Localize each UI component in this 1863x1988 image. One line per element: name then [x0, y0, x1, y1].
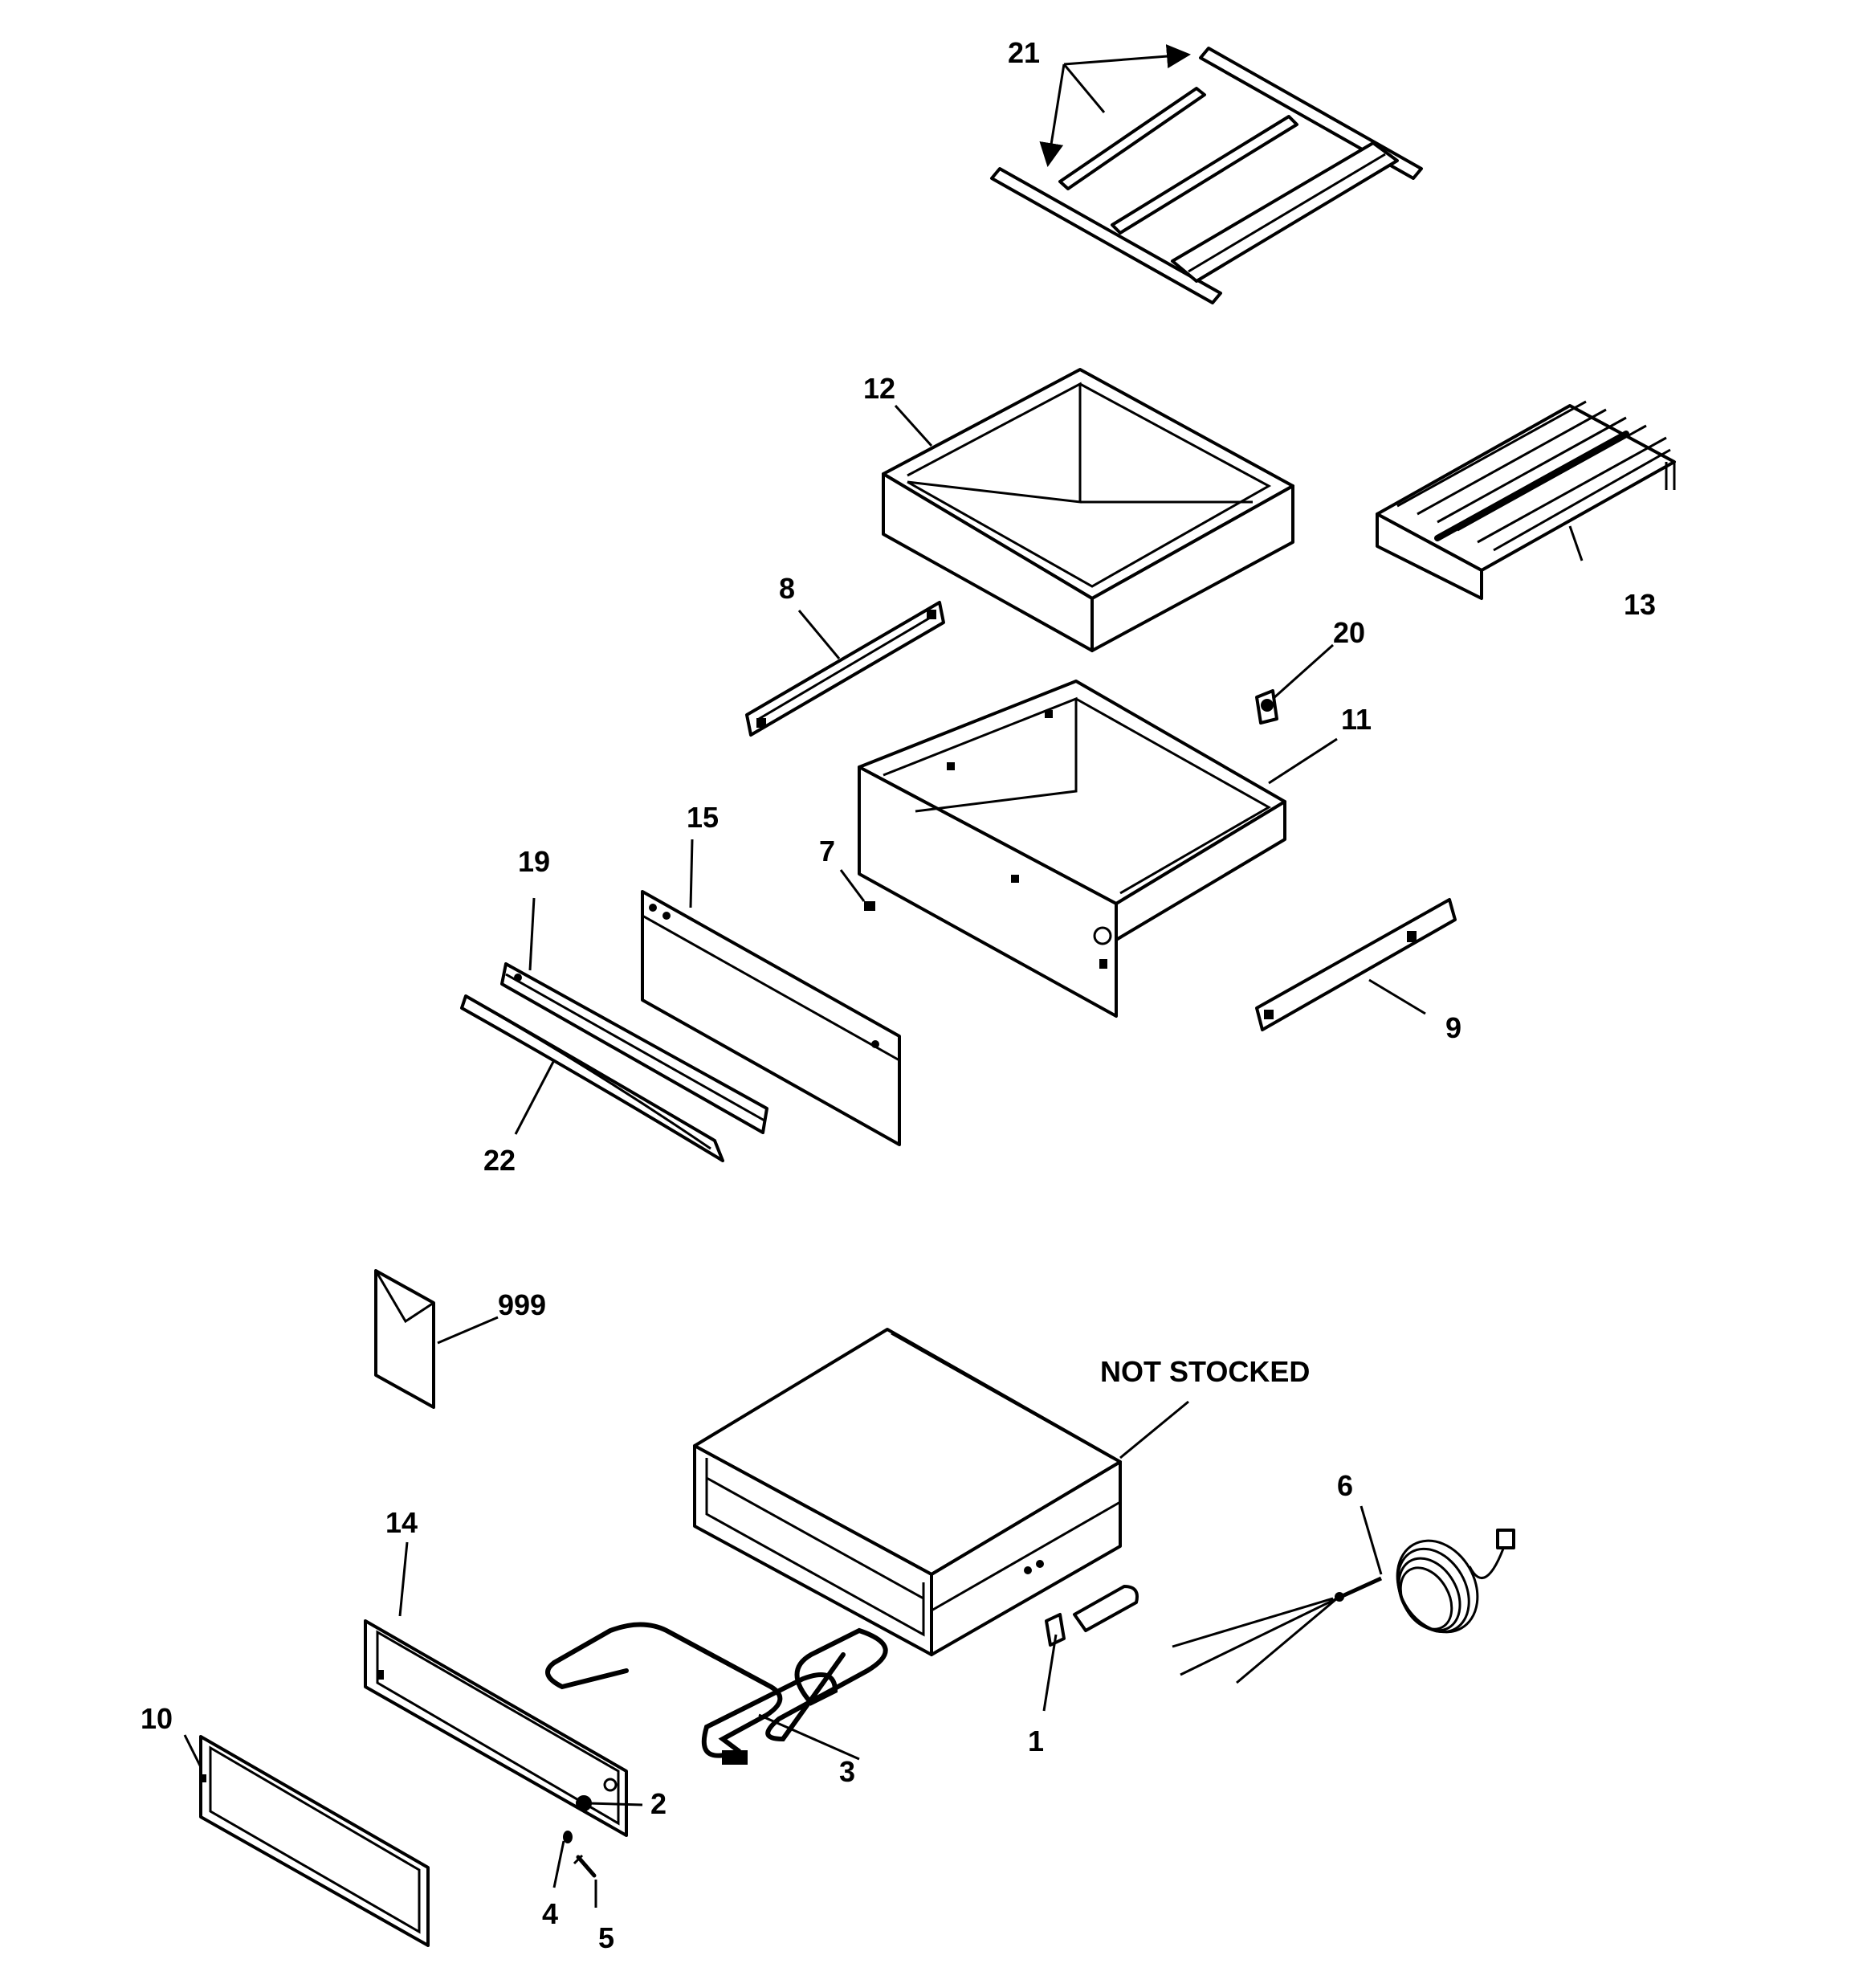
label-22: 22 [483, 1144, 516, 1177]
part-4-screw [563, 1831, 573, 1843]
label-6: 6 [1337, 1469, 1353, 1502]
part-999-literature [374, 1269, 435, 1409]
label-not-stocked: NOT STOCKED [1100, 1355, 1310, 1388]
label-9: 9 [1445, 1011, 1461, 1044]
part-8-drawer-slide [745, 601, 945, 737]
part-14-door-inner-panel [364, 1619, 628, 1837]
part-labels: 21 12 13 8 20 11 7 15 19 9 22 999 NOT ST… [141, 36, 1656, 1954]
label-5: 5 [598, 1921, 614, 1954]
label-11: 11 [1341, 703, 1372, 736]
part-9-side-rail [1255, 898, 1457, 1031]
part-5-screw [573, 1854, 597, 1878]
part-15-front-panel [641, 890, 901, 1146]
leader-lines [183, 44, 1584, 1908]
part-12-drawer-pan [882, 368, 1294, 652]
label-12: 12 [863, 372, 895, 405]
label-1: 1 [1028, 1725, 1044, 1757]
label-20: 20 [1333, 616, 1365, 649]
part-20-clip [1255, 689, 1278, 725]
part-10-door-frame [199, 1735, 430, 1947]
part-13-wire-rack [1376, 400, 1676, 600]
label-8: 8 [779, 572, 795, 605]
part-22-handle [460, 994, 724, 1162]
label-13: 13 [1624, 588, 1656, 621]
label-2: 2 [650, 1787, 667, 1820]
part-1-switch [1045, 1585, 1139, 1647]
part-3-heating-element [545, 1622, 888, 1765]
label-10: 10 [141, 1702, 173, 1735]
part-6-power-cord [1172, 1529, 1515, 1684]
label-3: 3 [839, 1755, 855, 1788]
label-999: 999 [498, 1288, 546, 1321]
label-15: 15 [687, 801, 719, 834]
label-7: 7 [819, 835, 835, 867]
label-19: 19 [518, 845, 550, 878]
not-stocked-cabinet [693, 1328, 1122, 1656]
part-11-drawer-body [858, 680, 1286, 1018]
label-21: 21 [1008, 36, 1040, 69]
part-7-bumper [864, 901, 875, 911]
label-14: 14 [385, 1506, 418, 1539]
label-4: 4 [542, 1897, 558, 1930]
part-21-trim-strips [990, 47, 1423, 304]
part-19-front-bracket [500, 962, 768, 1134]
